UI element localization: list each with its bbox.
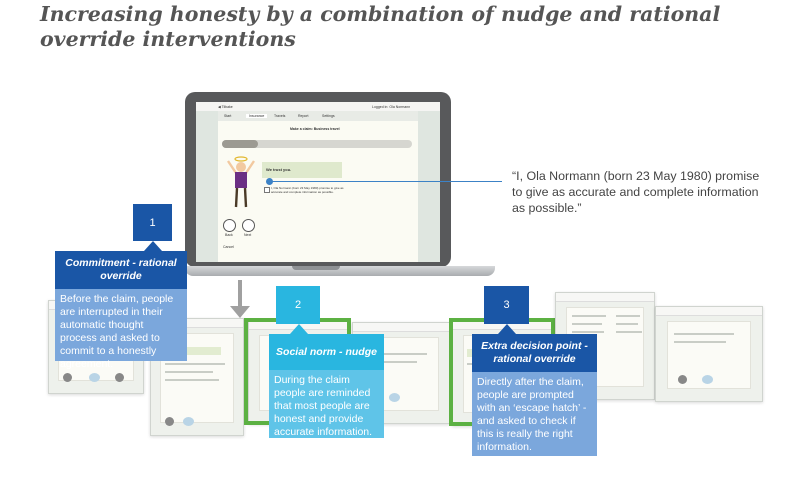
arrow-down-icon xyxy=(230,306,250,318)
next-button[interactable] xyxy=(242,219,255,232)
back-label: Back xyxy=(225,233,233,237)
callout-2-pointer xyxy=(290,324,308,334)
claim-form: Make a claim: Business travel We trust y… xyxy=(218,121,418,262)
laptop-screen: ◀ Tilbake Logged in: Ola Normann Start I… xyxy=(196,102,440,262)
commit-checkbox[interactable] xyxy=(264,187,270,193)
tab-insurance[interactable]: Insurance xyxy=(246,114,268,118)
callout-1-pointer xyxy=(144,241,162,251)
commit-text: I, Ola Normann (born 23 May 1980) promis… xyxy=(271,186,344,194)
tab-report[interactable]: Report xyxy=(298,114,309,118)
tab-start[interactable]: Start xyxy=(224,114,232,118)
commitment-quote: “I, Ola Normann (born 23 May 1980) promi… xyxy=(512,169,760,215)
user-label: Logged in: Ola Normann xyxy=(372,105,411,109)
tab-settings[interactable]: Settings xyxy=(322,114,335,118)
laptop-base xyxy=(185,266,495,276)
callout-1-number: 1 xyxy=(133,204,172,241)
callout-3-number: 3 xyxy=(484,286,529,324)
form-heading: Make a claim: Business travel xyxy=(290,127,340,131)
callout-1-description: Before the claim, people are interrupted… xyxy=(55,289,187,370)
trust-text: We trust you. xyxy=(266,167,292,172)
arrow-shaft xyxy=(238,280,242,310)
next-label: Next xyxy=(244,233,252,237)
tab-travels[interactable]: Travels xyxy=(274,114,286,118)
trust-message: We trust you. xyxy=(262,162,342,178)
angel-figure-icon xyxy=(227,156,255,208)
progress-bar xyxy=(222,140,412,148)
back-button[interactable] xyxy=(223,219,236,232)
laptop-notch xyxy=(292,266,340,270)
progress-fill xyxy=(222,140,258,148)
callout-3-heading: Extra decision point - rational override xyxy=(472,334,597,372)
screenshot-step-7 xyxy=(655,306,763,402)
callout-2-heading: Social norm - nudge xyxy=(269,334,384,370)
callout-2-number: 2 xyxy=(276,286,320,324)
callout-1-heading: Commitment - rational override xyxy=(55,251,187,289)
quote-connector-line xyxy=(269,181,502,182)
cancel-link[interactable]: Cancel xyxy=(223,245,234,249)
callout-2-description: During the claim people are reminded tha… xyxy=(269,370,384,438)
page-title: Increasing honesty by a combination of n… xyxy=(40,2,721,51)
callout-3-description: Directly after the claim, people are pro… xyxy=(472,372,597,456)
back-link[interactable]: ◀ Tilbake xyxy=(218,105,233,109)
callout-3-pointer xyxy=(498,324,516,334)
